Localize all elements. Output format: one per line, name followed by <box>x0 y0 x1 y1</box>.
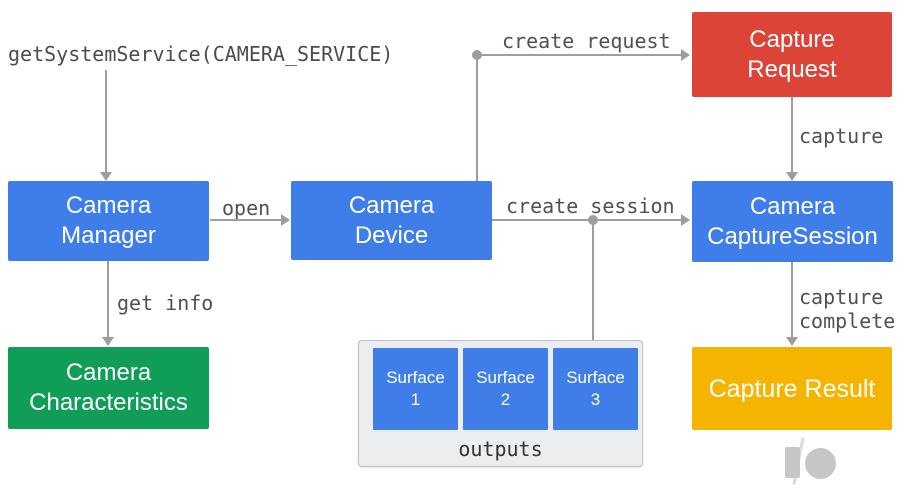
edge-create-session-label: create session <box>506 194 675 218</box>
arrow-getsystemservice-to-manager-line <box>105 70 107 172</box>
node-surface-3-line2: 3 <box>590 390 601 409</box>
arrow-get-info-line <box>107 261 109 337</box>
node-camera-capture-session-line1: Camera <box>749 192 836 220</box>
node-camera-manager-line2: Manager <box>61 222 156 249</box>
node-camera-manager: Camera Manager <box>8 181 209 261</box>
node-camera-device-line2: Device <box>354 221 429 249</box>
node-surface-1-line1: Surface <box>386 368 445 387</box>
node-capture-result: Capture Result <box>692 347 892 430</box>
node-camera-device: Camera Device <box>291 181 492 260</box>
edge-capture-complete-line1: capture <box>799 285 884 309</box>
arrow-capture-head <box>786 172 798 181</box>
node-camera-capture-session: Camera CaptureSession <box>692 181 893 262</box>
node-surface-2: Surface 2 <box>463 348 548 430</box>
node-camera-characteristics-line2: Characteristics <box>29 389 188 416</box>
node-capture-request-line2: Request <box>747 55 837 83</box>
node-camera-characteristics-line1: Camera <box>65 359 152 386</box>
edge-get-info-label: get info <box>117 291 214 315</box>
arrow-create-session-line <box>492 219 682 221</box>
arrow-get-info-head <box>102 337 114 346</box>
node-camera-manager-line1: Camera <box>65 192 152 219</box>
node-capture-request-line1: Capture <box>749 25 835 53</box>
arrow-open-head <box>281 214 290 226</box>
node-surface-3: Surface 3 <box>553 348 638 430</box>
get-system-service-label: getSystemService(CAMERA_SERVICE) <box>8 42 394 66</box>
node-camera-characteristics: Camera Characteristics <box>8 347 209 429</box>
io-logo-o-icon <box>805 448 836 479</box>
edge-create-request-label: create request <box>502 29 671 53</box>
arrow-open-line <box>210 219 282 221</box>
node-capture-request: Capture Request <box>692 12 892 97</box>
node-surface-2-line1: Surface <box>476 368 535 387</box>
node-surface-1-line2: 1 <box>410 390 421 409</box>
arrow-create-session-head <box>681 214 690 226</box>
arrow-create-request-hline <box>476 54 682 56</box>
arrow-create-request-head <box>681 49 690 61</box>
node-capture-result-label: Capture Result <box>708 374 876 403</box>
io-logo-i-icon <box>785 447 800 478</box>
edge-capture-complete-line2: complete <box>799 309 896 333</box>
arrow-getsystemservice-to-manager-head <box>100 172 112 181</box>
arrow-capture-complete-line <box>791 262 793 337</box>
node-camera-device-line1: Camera <box>348 191 435 219</box>
edge-capture-label: capture <box>799 124 884 148</box>
line-session-to-outputs <box>592 220 594 340</box>
edge-open-label: open <box>222 196 271 220</box>
arrow-create-request-vline <box>476 55 478 181</box>
node-surface-1: Surface 1 <box>373 348 458 430</box>
node-camera-capture-session-line2: CaptureSession <box>707 222 878 250</box>
node-surface-3-line1: Surface <box>566 368 625 387</box>
outputs-label: outputs <box>458 437 543 461</box>
arrow-capture-complete-head <box>786 337 798 346</box>
arrow-create-request-junction-dot <box>472 50 482 60</box>
arrow-capture-line <box>791 97 793 172</box>
node-surface-2-line2: 2 <box>500 390 511 409</box>
